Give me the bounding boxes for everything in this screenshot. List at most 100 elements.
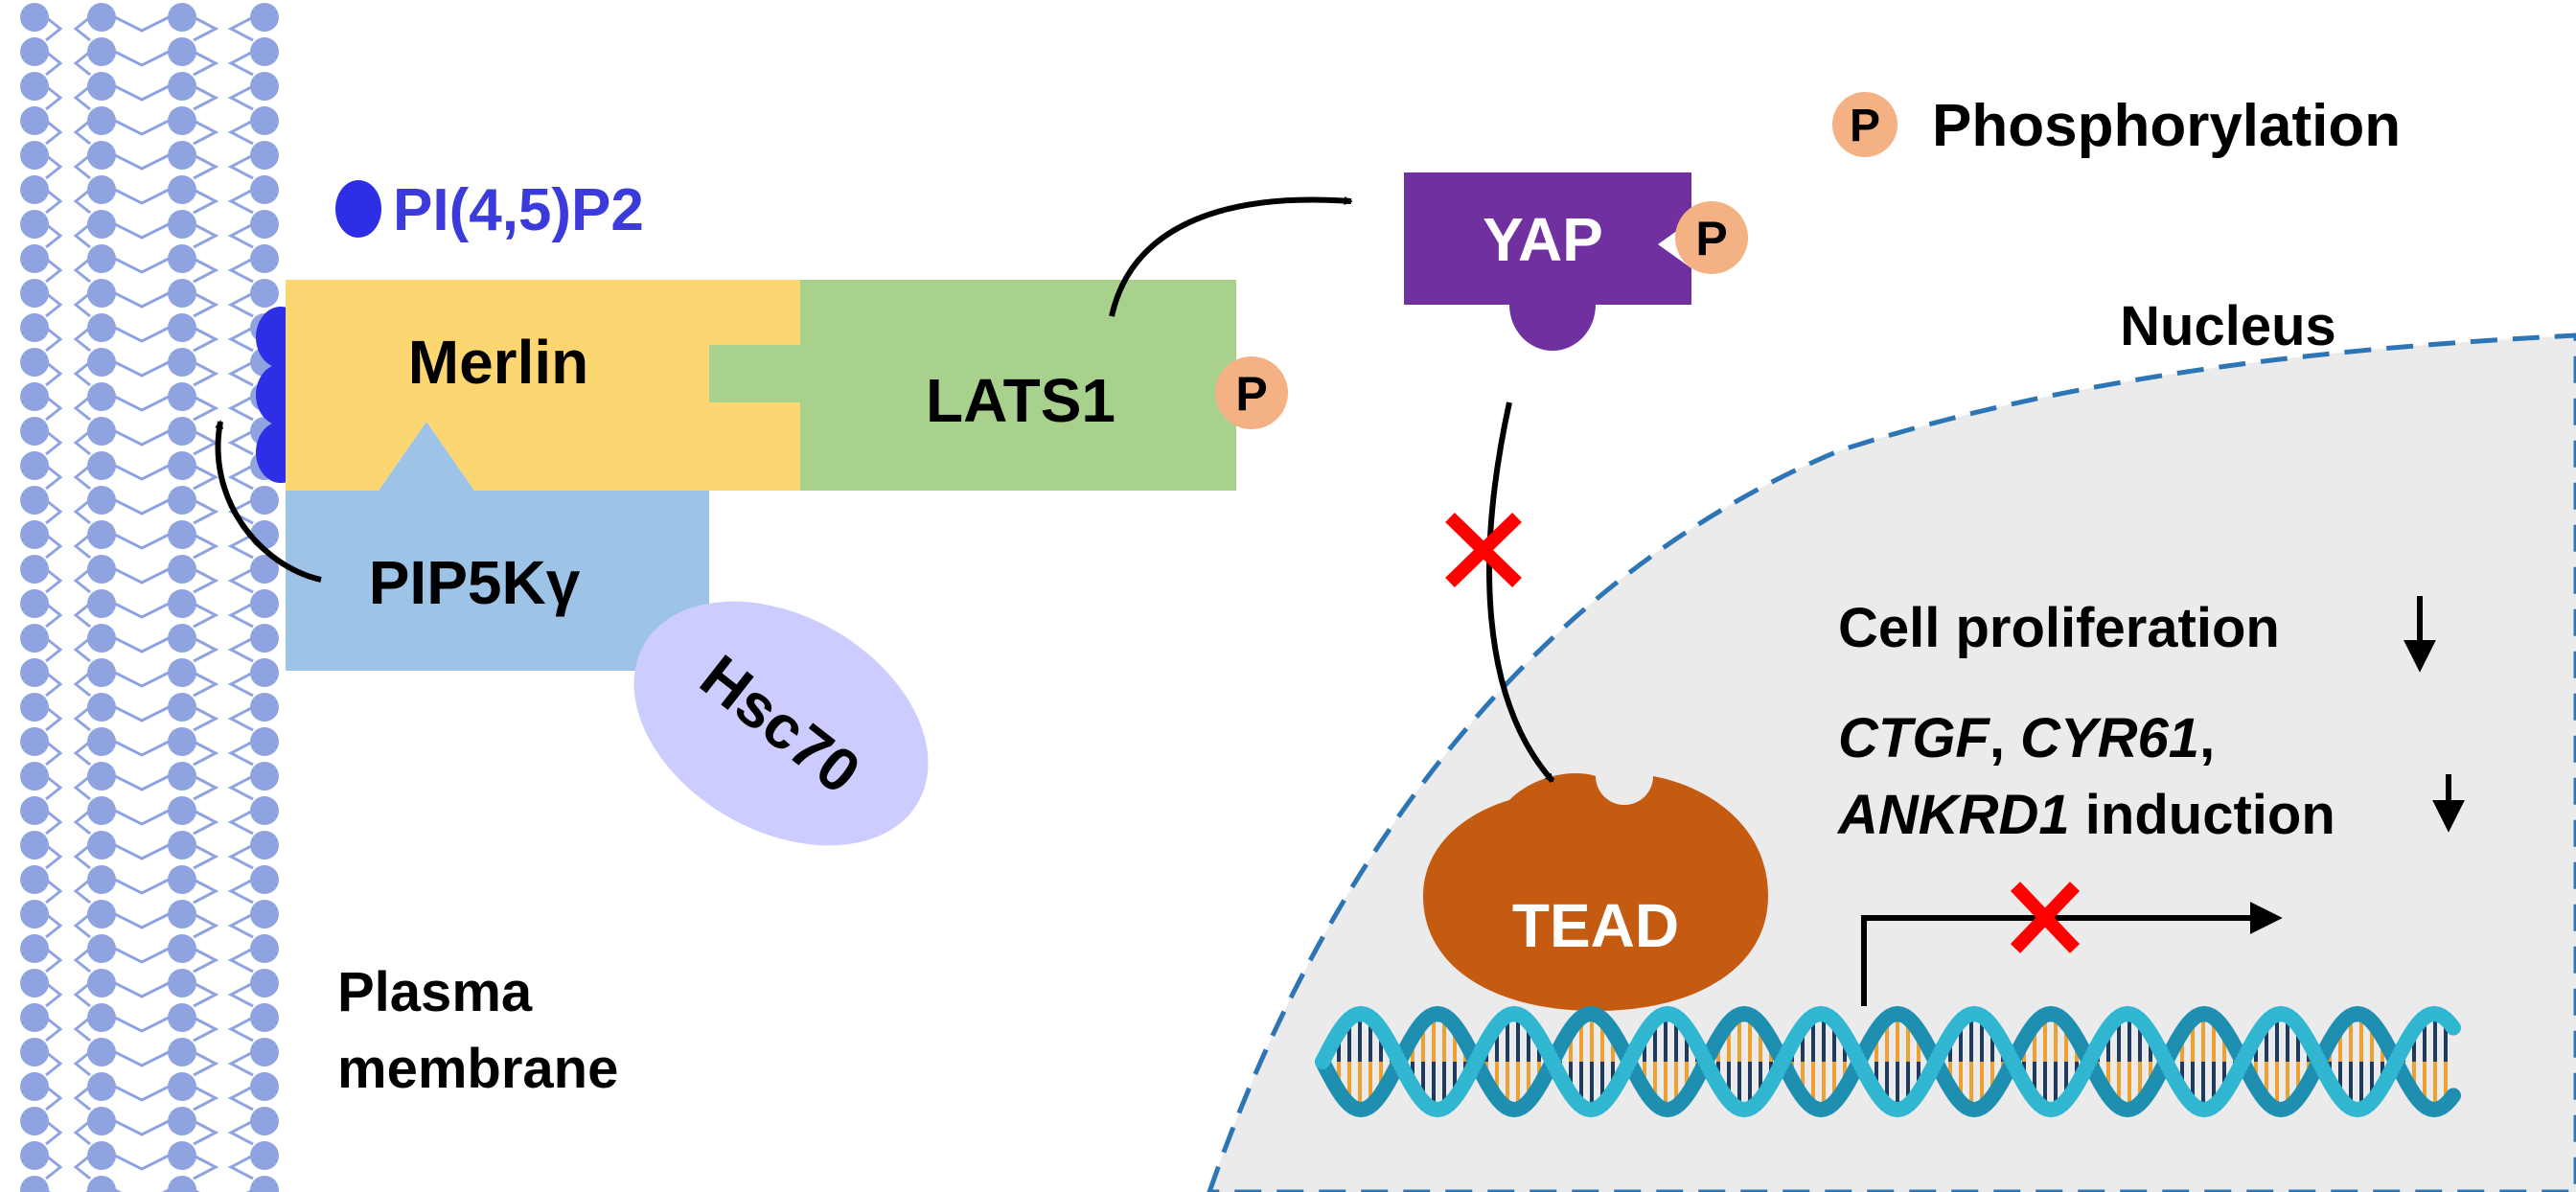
lipid-tail <box>45 1016 91 1043</box>
dna-strand <box>1315 1005 2461 1118</box>
proliferation-label: Cell proliferation <box>1838 597 2280 659</box>
lipid-head <box>250 244 279 273</box>
lats1-shape <box>709 280 1236 491</box>
lipid-head <box>20 1107 49 1135</box>
phospho-legend-symbol: P <box>1850 101 1880 151</box>
yap-phospho-symbol: P <box>1695 212 1727 265</box>
lipid-head <box>87 1141 116 1170</box>
lipid-head <box>87 1038 116 1066</box>
lipid-head <box>250 658 279 687</box>
lipid-head <box>87 417 116 446</box>
lipid-tail <box>114 774 170 791</box>
lipid-tail <box>45 705 91 732</box>
lipid-head <box>250 210 279 239</box>
lipid-head <box>87 175 116 204</box>
lipid-tail <box>45 912 91 939</box>
lipid-tail <box>193 395 254 422</box>
lipid-head <box>20 244 49 273</box>
lipid-tail <box>193 326 254 353</box>
lipid-tail <box>193 671 254 698</box>
lipid-tail <box>114 257 170 274</box>
arrow-pip5k-to-pip2 <box>215 420 322 583</box>
lipid-head <box>250 520 279 549</box>
lipid-head <box>168 37 196 66</box>
lipid-tail <box>45 981 91 1008</box>
lipid-head <box>168 900 196 928</box>
lipid-tail <box>45 153 91 180</box>
lipid-head <box>87 451 116 480</box>
lipid-head <box>20 382 49 411</box>
lipid-head <box>87 382 116 411</box>
lipid-head <box>168 486 196 515</box>
lipid-head <box>168 1003 196 1032</box>
pip5k-shape <box>286 422 709 671</box>
lipid-head <box>20 520 49 549</box>
lipid-head <box>20 865 49 894</box>
lipid-head <box>20 486 49 515</box>
lipid-tail <box>45 15 91 42</box>
lipid-tail <box>114 533 170 550</box>
gene-ctgf: CTGF <box>1838 707 1990 769</box>
lipid-head <box>20 693 49 722</box>
pip5k-label: PIP5Kγ <box>369 548 581 617</box>
lipid-tail <box>193 257 254 284</box>
lipid-head <box>168 589 196 618</box>
lipid-tail <box>45 947 91 974</box>
lipid-head <box>168 520 196 549</box>
lipid-tail <box>45 257 91 284</box>
lipid-tail <box>45 222 91 249</box>
lipid-head <box>20 37 49 66</box>
yap-knob <box>1509 305 1596 351</box>
lipid-tail <box>193 498 254 525</box>
lipid-head <box>250 279 279 308</box>
nucleus-label: Nucleus <box>2120 295 2336 357</box>
lipid-head <box>168 762 196 791</box>
membrane-label-line2: membrane <box>337 1038 618 1100</box>
lipid-tail <box>45 1154 91 1181</box>
lipid-tail <box>193 360 254 387</box>
lipid-tail <box>45 671 91 698</box>
lipid-head <box>20 727 49 756</box>
lipid-tail <box>114 429 170 447</box>
lipid-head <box>168 865 196 894</box>
lipid-head <box>168 831 196 860</box>
lipid-head <box>250 141 279 170</box>
tead-shape <box>1423 773 1768 1011</box>
lipid-head <box>168 1038 196 1066</box>
lipid-tail <box>193 50 254 77</box>
lipid-tail <box>45 1050 91 1077</box>
lipid-head <box>250 555 279 584</box>
dna-strand <box>1315 1005 2461 1118</box>
lipid-tail <box>45 602 91 629</box>
lipid-head <box>168 727 196 756</box>
yap-label: YAP <box>1483 205 1603 274</box>
lipid-tail <box>114 981 170 998</box>
lipid-head <box>250 3 279 32</box>
lipid-head <box>87 762 116 791</box>
lipid-head <box>20 624 49 653</box>
lipid-tail <box>193 1119 254 1146</box>
lipid-head <box>168 141 196 170</box>
lipid-head <box>87 244 116 273</box>
lipid-tail <box>193 705 254 732</box>
lipid-tail <box>114 1050 170 1067</box>
lipid-tail <box>45 843 91 870</box>
phospho-circle-yap <box>1675 201 1748 274</box>
lipid-head <box>87 589 116 618</box>
lipid-tail <box>45 774 91 801</box>
lipid-tail <box>114 50 170 67</box>
lipid-head <box>250 727 279 756</box>
lipid-tail <box>45 429 91 456</box>
lipid-head <box>168 555 196 584</box>
lipid-head <box>20 279 49 308</box>
lipid-head <box>87 624 116 653</box>
lipid-head <box>87 348 116 377</box>
lipid-tail <box>114 498 170 516</box>
lipid-tail <box>114 119 170 136</box>
lipid-head <box>20 1038 49 1066</box>
lipid-head <box>250 175 279 204</box>
lipid-head <box>20 658 49 687</box>
lipid-tail <box>193 843 254 870</box>
lipid-tail <box>193 1085 254 1112</box>
lipid-head <box>168 693 196 722</box>
